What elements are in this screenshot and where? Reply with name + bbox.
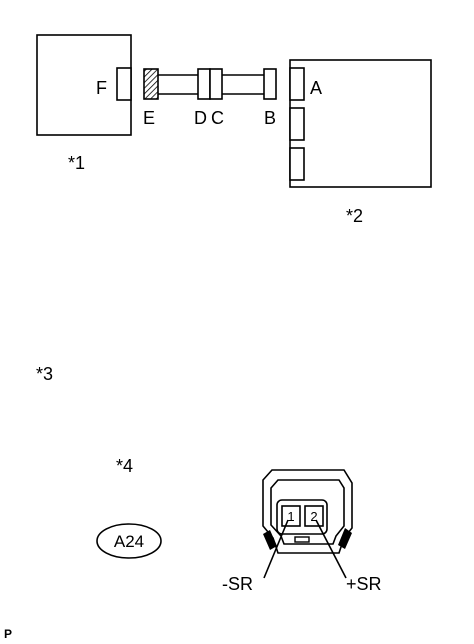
connector-e: [143, 68, 159, 100]
component-2: A *2: [289, 59, 432, 226]
connector-code-oval: [96, 523, 162, 559]
connector-housing-outer: [262, 469, 353, 554]
wire-harness: E D C B: [143, 68, 277, 128]
connector-code-badge: A24: [96, 523, 162, 559]
connector-c-label: C: [211, 108, 224, 128]
connector-housing-inner: [270, 479, 345, 545]
connector-e-label: E: [143, 108, 155, 128]
note-4-label: *4: [116, 456, 133, 476]
component-1-label: *1: [68, 153, 85, 173]
connector-b-label: B: [264, 108, 276, 128]
component-2-port-3: [289, 147, 305, 181]
connector-f-label: F: [96, 78, 107, 98]
component-1: F *1: [36, 34, 132, 173]
note-3-label: *3: [36, 364, 53, 384]
component-2-port-2: [289, 107, 305, 141]
connector-a-label: A: [310, 78, 322, 98]
connector-c: [209, 68, 223, 100]
component-2-body: [289, 59, 432, 188]
pin-1-box: [281, 505, 301, 527]
pin-1-label: 1: [287, 509, 294, 524]
connector-d: [197, 68, 211, 100]
terminal-neg-leader: [263, 519, 289, 579]
connector-key: [294, 536, 310, 543]
connector-front-view: 1 2 -SR +SR: [222, 469, 382, 594]
connector-a: [289, 67, 305, 101]
connector-b: [263, 68, 277, 100]
connector-f: [116, 67, 132, 101]
connector-d-label: D: [194, 108, 207, 128]
terminal-neg-label: -SR: [222, 574, 253, 594]
component-2-label: *2: [346, 206, 363, 226]
component-1-body: [36, 34, 132, 136]
pin-2-box: [304, 505, 324, 527]
footer-mark: P: [4, 627, 12, 641]
pin-2-label: 2: [310, 509, 317, 524]
connector-latch-left: [263, 530, 277, 550]
connector-latch-right: [338, 528, 352, 549]
terminal-pos-leader: [315, 519, 347, 579]
terminal-pos-label: +SR: [346, 574, 382, 594]
connector-code-label: A24: [114, 532, 144, 551]
